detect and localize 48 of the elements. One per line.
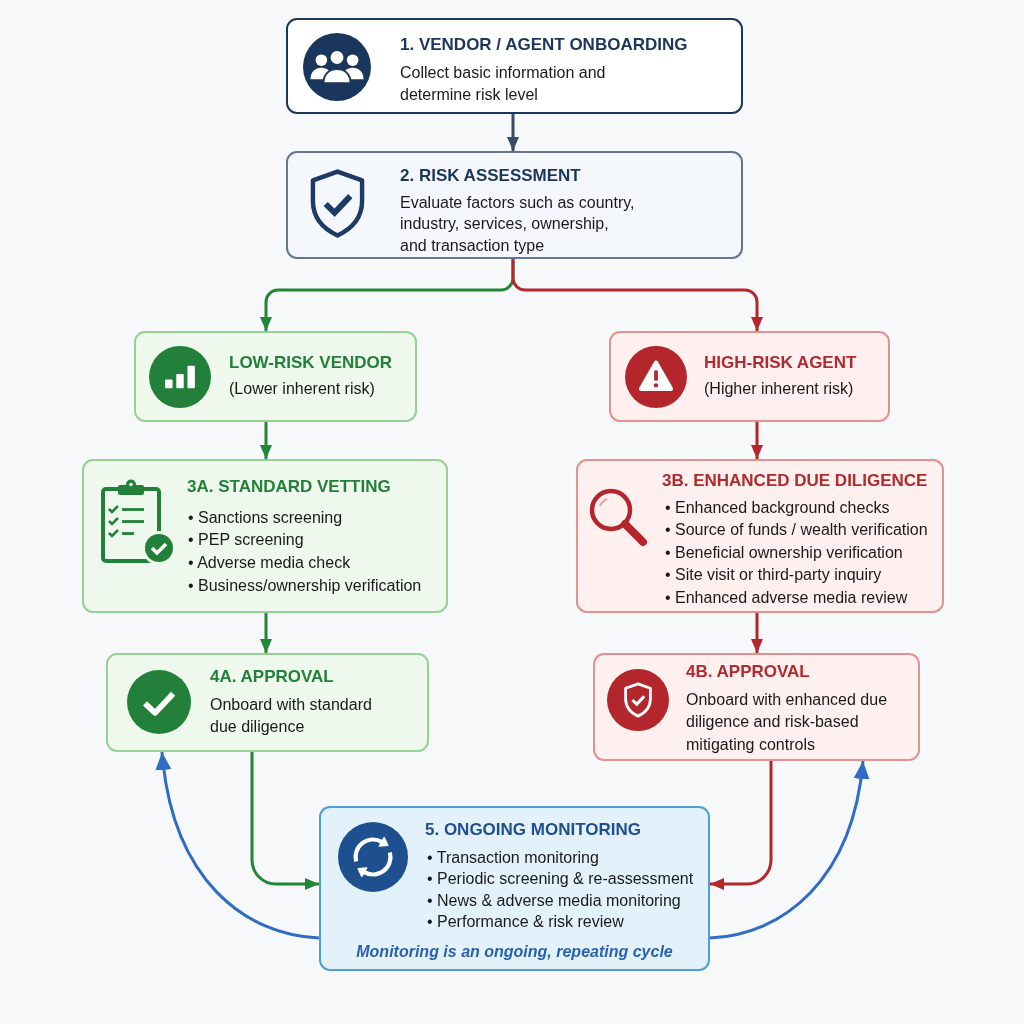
list-item: • Transaction monitoring: [427, 847, 600, 868]
heading: HIGH-RISK AGENT: [704, 353, 857, 373]
process-box: [106, 653, 429, 752]
process-box: [286, 151, 743, 259]
heading: 4B. APPROVAL: [686, 662, 810, 682]
process-box: [319, 806, 710, 971]
arrow: [751, 613, 763, 653]
heading: 5. ONGOING MONITORING: [425, 820, 641, 840]
description: (Lower inherent risk): [229, 378, 376, 399]
process-box: [134, 331, 417, 422]
heading: 3B. ENHANCED DUE DILIGENCE: [662, 471, 928, 491]
note: Monitoring is an ongoing, repeating cycle: [356, 941, 673, 962]
description: Collect basic information and determine risk level: [400, 62, 607, 105]
arrow: [511, 259, 763, 331]
process-box: [576, 459, 944, 613]
arrow: [507, 114, 519, 151]
list-item: • Business/ownership verification: [188, 575, 422, 596]
arrow: [710, 761, 773, 890]
heading: 2. RISK ASSESSMENT: [400, 166, 581, 186]
curved-arrow: [709, 760, 869, 940]
heading: 1. VENDOR / AGENT ONBOARDING: [400, 35, 688, 55]
heading: 3A. STANDARD VETTING: [187, 477, 391, 497]
list-item: • Source of funds / wealth verification: [665, 520, 928, 541]
arrow: [250, 752, 319, 890]
heading: LOW-RISK VENDOR: [229, 353, 393, 373]
process-box: [609, 331, 890, 422]
list-item: • Performance & risk review: [427, 912, 625, 932]
list-item: • Adverse media check: [188, 552, 352, 573]
process-box: [82, 459, 448, 613]
list-item: • Beneficial ownership verification: [665, 542, 904, 563]
list-item: • Enhanced background checks: [665, 497, 891, 518]
process-box: [593, 653, 920, 761]
curved-arrow: [156, 751, 320, 940]
description: (Higher inherent risk): [704, 378, 855, 399]
process-box: [286, 18, 743, 114]
description: Onboard with enhanced due diligence and risk-based mitigating controls: [686, 689, 889, 755]
list-item: • Enhanced adverse media review: [665, 587, 909, 608]
list-item: • News & adverse media monitoring: [427, 890, 682, 911]
heading: 4A. APPROVAL: [210, 667, 334, 687]
arrow: [751, 422, 763, 459]
description: Onboard with standard due diligence: [210, 694, 373, 737]
list-item: • PEP screening: [188, 530, 305, 551]
list-item: • Periodic screening & re-assessment: [427, 869, 694, 889]
list-item: • Sanctions screening: [188, 507, 344, 528]
list-item: • Site visit or third-party inquiry: [665, 565, 883, 586]
arrow: [260, 613, 272, 653]
arrow: [260, 422, 272, 459]
description: Evaluate factors such as country, industry, services, ownership, and transaction type: [400, 192, 636, 256]
